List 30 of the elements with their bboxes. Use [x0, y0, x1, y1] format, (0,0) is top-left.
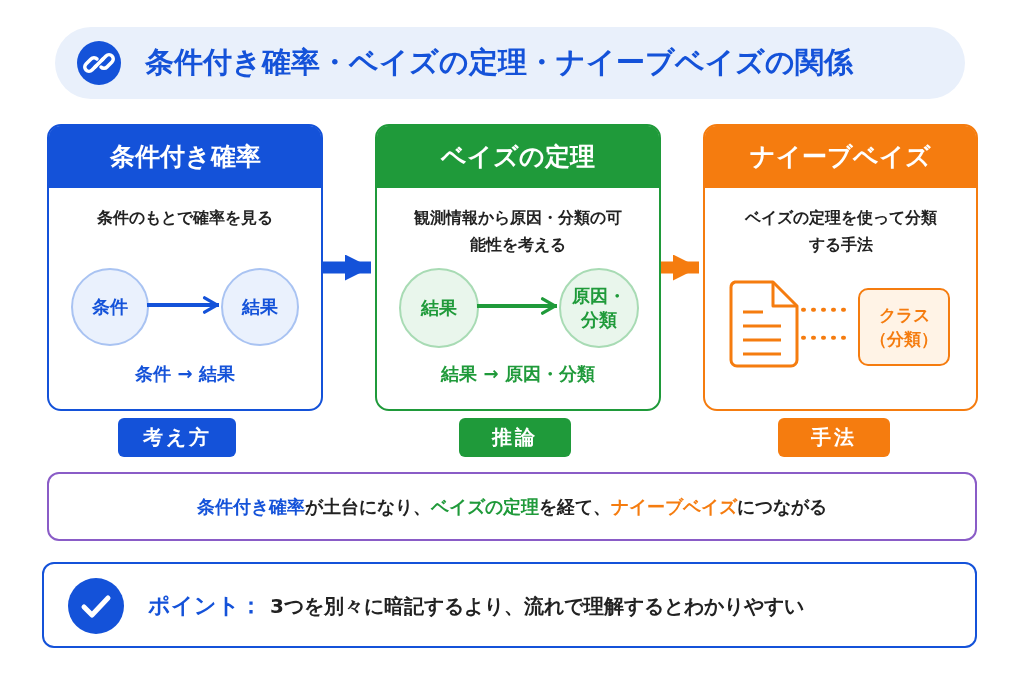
category-tag: 手法: [778, 418, 890, 457]
summary-panel: [47, 472, 977, 541]
card-header: ナイーブベイズ: [705, 126, 976, 188]
flow-text: 条件 → 結果: [134, 362, 236, 386]
card: [47, 124, 323, 411]
point-text: 3つを別々に暗記するより、流れで理解するとわかりやすい: [270, 593, 804, 620]
card-header: 条件付き確率: [49, 126, 321, 188]
card: [375, 124, 661, 411]
category-tag: 考え方: [118, 418, 236, 457]
circle-node: 条件: [71, 268, 149, 346]
circle-node: 原因・分類: [559, 268, 639, 348]
arrow: [477, 297, 557, 315]
block-arrow: [323, 254, 371, 281]
card-header: ベイズの定理: [377, 126, 659, 188]
document-icon: [729, 280, 799, 368]
block-arrow: [661, 254, 699, 281]
class-box: クラス（分類）: [858, 288, 950, 366]
arrow: [147, 296, 219, 314]
point-panel: [42, 562, 977, 648]
circle-node: 結果: [221, 268, 299, 346]
point-heading: ポイント：: [148, 592, 262, 620]
circle-node: 結果: [399, 268, 479, 348]
card: [703, 124, 978, 411]
summary-text: 条件付き確率が土台になり、ベイズの定理を経て、ナイーブベイズにつながる: [197, 494, 827, 519]
category-tag: 推論: [459, 418, 571, 457]
title: 条件付き確率・ベイズの定理・ナイーブベイズの関係: [145, 44, 853, 81]
card-description: 条件のもとで確率を見る: [96, 207, 274, 229]
card-description: 観測情報から原因・分類の可能性を考える: [413, 207, 623, 256]
card-description: ベイズの定理を使って分類する手法: [743, 207, 938, 256]
flow-text: 結果 → 原因・分類: [439, 362, 596, 386]
